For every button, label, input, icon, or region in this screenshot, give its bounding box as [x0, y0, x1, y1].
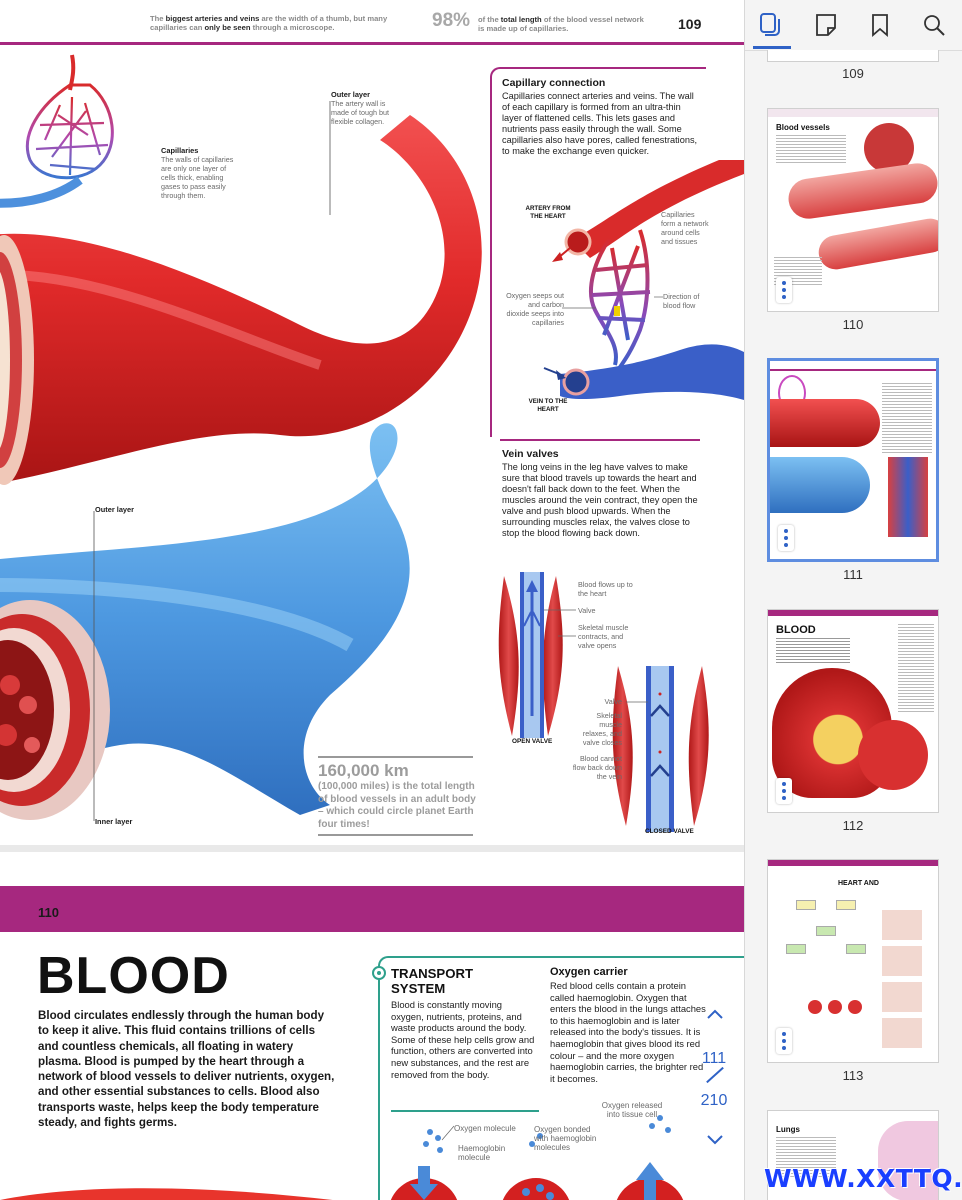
- label-oxygen-bonded: Oxygen bonded with haemoglobin molecules: [534, 1125, 597, 1152]
- label-valve-closed: Valve: [604, 697, 622, 706]
- pages-icon: [760, 13, 780, 36]
- thumbnail-page-112[interactable]: BLOOD: [767, 609, 939, 813]
- page-109: The biggest arteries and veins are the w…: [0, 0, 744, 845]
- thumbnail-menu-button[interactable]: [776, 1028, 792, 1054]
- bookmarks-tab[interactable]: [865, 10, 895, 40]
- thumbnail-label-109: 109: [842, 66, 864, 81]
- capillary-section-title: Capillary connection: [502, 77, 606, 89]
- transport-system-body: Blood is constantly moving oxygen, nutri…: [391, 999, 535, 1080]
- search-icon: [924, 15, 945, 36]
- label-oxygen-molecule: Oxygen molecule: [454, 1124, 516, 1133]
- thumbnail-page-113[interactable]: HEART AND: [767, 859, 939, 1063]
- thumbnail-menu-button[interactable]: [778, 525, 794, 551]
- thumbnail-title: Blood vessels: [776, 123, 830, 132]
- transport-section-frame: [378, 956, 744, 1200]
- transport-system-title: TRANSPORT SYSTEM: [391, 966, 474, 996]
- header-stat-number: 98%: [432, 10, 471, 31]
- chevron-down-icon: [707, 1135, 723, 1145]
- page-navigator: 111 210: [694, 1004, 738, 1154]
- oxygen-carrier-body: Red blood cells contain a protein called…: [550, 980, 706, 1084]
- header-fact-right: of the total length of the blood vessel …: [478, 15, 644, 33]
- page-110: 110 BLOOD Blood circulates endlessly thr…: [0, 852, 744, 1200]
- chevron-up-icon: [707, 1009, 723, 1019]
- label-capillaries-network: Capillaries form a network around cells …: [661, 210, 709, 246]
- decorative-blood-swoosh: [0, 1188, 333, 1200]
- capillary-section-body: Capillaries connect arteries and veins. …: [502, 91, 698, 156]
- thumbnail-menu-button[interactable]: [776, 778, 792, 804]
- stat-text: (100,000 miles) is the total length of b…: [318, 781, 476, 830]
- transport-rule: [391, 1110, 539, 1112]
- thumbnail-page-110[interactable]: Blood vessels: [767, 108, 939, 312]
- label-valve-open: Valve: [578, 606, 596, 615]
- oxygen-haemoglobin-diagram: [390, 1115, 684, 1200]
- vein-section-rule: [500, 439, 700, 441]
- thumbnail-page-109[interactable]: [767, 50, 939, 62]
- vein-valves-title: Vein valves: [502, 448, 559, 460]
- label-muscle-relaxes: Skeletal muscle relaxes, and valve close…: [582, 711, 622, 747]
- chapter-intro: Blood circulates endlessly through the h…: [38, 1009, 335, 1130]
- label-blood-flows-up: Blood flows up to the heart: [578, 580, 633, 598]
- blood-vessels-illustration: [0, 54, 482, 821]
- thumbnails-tab[interactable]: [755, 10, 785, 40]
- note-icon: [816, 14, 836, 36]
- stat-rule-top: [318, 756, 473, 758]
- chapter-title: BLOOD: [37, 947, 230, 1005]
- active-tab-indicator: [753, 46, 791, 49]
- label-outer-layer-artery: Outer layer The artery wall is made of t…: [331, 90, 389, 126]
- page-separator: [706, 1066, 724, 1084]
- capillary-section-frame: [490, 67, 706, 437]
- thumbnail-title: BLOOD: [776, 624, 816, 636]
- stat-rule-bottom: [318, 834, 473, 836]
- notes-tab[interactable]: [811, 10, 841, 40]
- label-closed-valve: CLOSED VALVE: [645, 828, 694, 835]
- oxygen-carrier-title: Oxygen carrier: [550, 966, 628, 978]
- next-page-button[interactable]: [702, 1130, 728, 1150]
- header-rule: [0, 42, 744, 45]
- thumbnail-label-110: 110: [842, 317, 864, 332]
- sidebar-toolbar: [745, 0, 962, 50]
- thumbnail-page-114[interactable]: Lungs: [767, 1110, 939, 1200]
- thumbnail-sidebar: 109 Blood vessels 110 111 BLOOD: [744, 0, 962, 1200]
- thumbnail-label-113: 113: [842, 1068, 864, 1083]
- label-outer-layer-vein: Outer layer: [95, 505, 135, 514]
- capillary-connection-diagram: [543, 160, 744, 400]
- document-viewer[interactable]: The biggest arteries and veins are the w…: [0, 0, 744, 1200]
- thumbnail-menu-button[interactable]: [776, 277, 792, 303]
- thumbnail-page-111[interactable]: [767, 358, 939, 562]
- stat-big-number: 160,000 km: [318, 761, 409, 780]
- label-blood-cannot-flow: Blood cannot flow back down the vein: [572, 754, 622, 781]
- stat-callout: 160,000 km (100,000 miles) is the total …: [318, 756, 478, 836]
- vein-valve-diagram: [498, 572, 709, 832]
- page-header-band: [0, 886, 744, 932]
- label-vein-to-heart: VEIN TO THE HEART: [528, 398, 568, 413]
- section-bullet-icon: [372, 966, 386, 980]
- watermark-text: WWW.XXTTQ.COM: [764, 1164, 962, 1193]
- label-direction-of-flow: Direction of blood flow: [663, 292, 700, 310]
- label-capillaries: Capillaries The walls of capillaries are…: [161, 146, 234, 200]
- current-page-number[interactable]: 111: [701, 1050, 727, 1067]
- label-inner-layer: Inner layer: [95, 817, 133, 826]
- thumbnail-title: Lungs: [776, 1125, 800, 1134]
- thumbnail-title: HEART AND: [838, 880, 879, 887]
- search-tab[interactable]: [919, 10, 949, 40]
- page-number: 110: [38, 905, 59, 920]
- label-open-valve: OPEN VALVE: [512, 738, 553, 745]
- label-artery-from-heart: ARTERY FROM THE HEART: [525, 205, 571, 220]
- page-number: 109: [678, 16, 702, 32]
- previous-page-button[interactable]: [702, 1004, 728, 1024]
- thumbnail-label-111: 111: [843, 567, 863, 582]
- thumbnail-label-112: 112: [842, 818, 864, 833]
- label-oxygen-released: Oxygen released into tissue cell: [601, 1101, 663, 1119]
- label-haemoglobin-molecule: Haemoglobin molecule: [458, 1144, 506, 1162]
- label-oxygen-seeps: Oxygen seeps out and carbon dioxide seep…: [506, 291, 564, 327]
- vein-valves-body: The long veins in the leg have valves to…: [502, 462, 698, 538]
- header-fact-left: The biggest arteries and veins are the w…: [150, 14, 388, 32]
- total-pages: 210: [700, 1092, 728, 1109]
- bookmark-icon: [872, 14, 888, 37]
- label-muscle-contracts: Skeletal muscle contracts, and valve ope…: [578, 623, 629, 650]
